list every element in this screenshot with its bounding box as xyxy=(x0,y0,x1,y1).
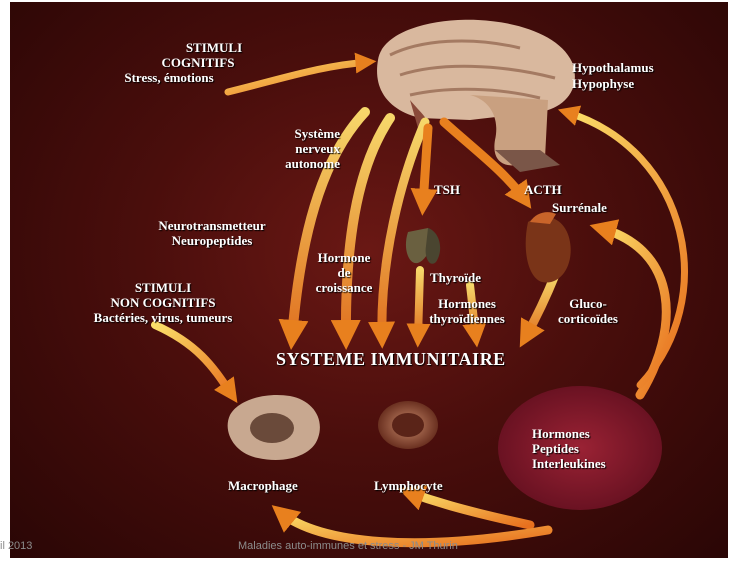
thyroid-illustration xyxy=(406,228,440,264)
stimuli-cognitifs-line1: STIMULI xyxy=(95,40,243,55)
hormones-thyroidiennes-label: Hormones thyroïdiennes xyxy=(406,296,528,326)
mediators-label: Hormones Peptides Interleukines xyxy=(532,426,606,471)
macrophage-illustration xyxy=(228,395,320,460)
glucocorticoides-label: Gluco- corticoïdes xyxy=(540,296,636,326)
stimuli-cognitifs-label: STIMULI COGNITIFS Stress, émotions xyxy=(95,40,243,85)
hormones-thyroidiennes-line1: Hormones xyxy=(406,296,528,311)
lymphocyte-label: Lymphocyte xyxy=(374,478,443,493)
hormone-croissance-line1: Hormone xyxy=(306,250,382,265)
neurotransmetteur-line2: Neuropeptides xyxy=(140,233,284,248)
hormone-croissance-line2: de xyxy=(306,265,382,280)
stimuli-non-cognitifs-label: STIMULI NON COGNITIFS Bactéries, virus, … xyxy=(78,280,248,325)
footer-date: il 2013 xyxy=(0,540,32,552)
systeme-nerveux-line1: Système xyxy=(248,126,340,141)
neurotransmetteur-label: Neurotransmetteur Neuropeptides xyxy=(140,218,284,248)
thyroide-label: Thyroïde xyxy=(430,270,481,285)
neurotransmetteur-line1: Neurotransmetteur xyxy=(140,218,284,233)
hormones-thyroidiennes-line2: thyroïdiennes xyxy=(406,311,528,326)
stimuli-cognitifs-line3: Stress, émotions xyxy=(95,70,243,85)
stimuli-non-cognitifs-line1: STIMULI xyxy=(78,280,248,295)
surrenale-label: Surrénale xyxy=(552,200,607,215)
stimuli-non-cognitifs-line2: NON COGNITIFS xyxy=(78,295,248,310)
acth-label: ACTH xyxy=(524,182,562,197)
systeme-nerveux-label: Système nerveux autonome xyxy=(248,126,340,171)
footer-title: Maladies auto-immunes et stress - JM Thu… xyxy=(238,540,458,552)
systeme-nerveux-line3: autonome xyxy=(248,156,340,171)
hormone-croissance-label: Hormone de croissance xyxy=(306,250,382,295)
macrophage-label: Macrophage xyxy=(228,478,298,493)
hypothalamus-label: Hypothalamus xyxy=(572,60,654,75)
glucocorticoides-line1: Gluco- xyxy=(540,296,636,311)
tsh-label: TSH xyxy=(434,182,460,197)
stimuli-non-cognitifs-line3: Bactéries, virus, tumeurs xyxy=(78,310,248,325)
mediators-line3: Interleukines xyxy=(532,456,606,471)
systeme-nerveux-line2: nerveux xyxy=(248,141,340,156)
mediators-line2: Peptides xyxy=(532,441,606,456)
mediators-line1: Hormones xyxy=(532,426,606,441)
hypophyse-label: Hypophyse xyxy=(572,76,634,91)
systeme-immunitaire-title: SYSTEME IMMUNITAIRE xyxy=(276,352,506,367)
hormone-croissance-line3: croissance xyxy=(306,280,382,295)
lymphocyte-illustration xyxy=(378,401,438,449)
adrenal-illustration xyxy=(526,212,571,282)
stimuli-cognitifs-line2: COGNITIFS xyxy=(95,55,243,70)
glucocorticoides-line2: corticoïdes xyxy=(540,311,636,326)
